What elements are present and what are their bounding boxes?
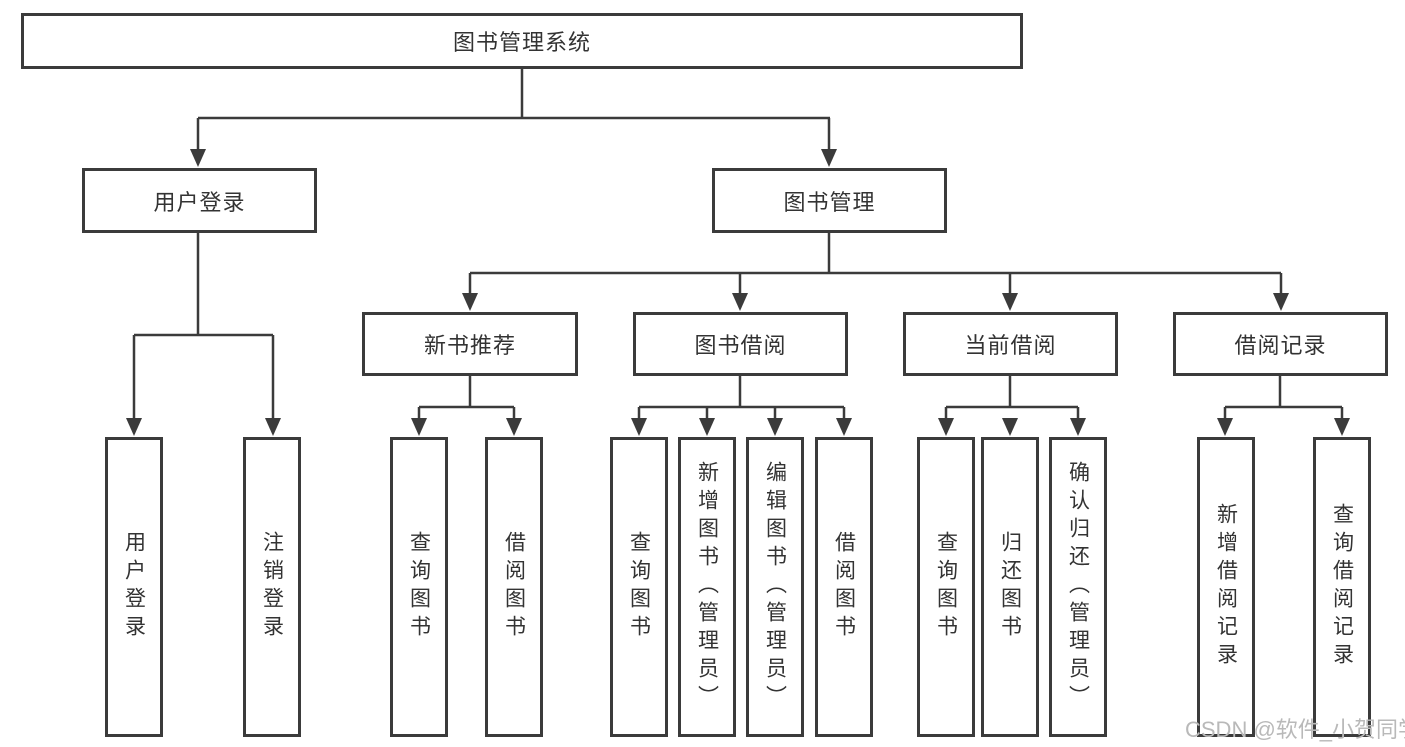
node-label: 归还图书 [998,531,1022,643]
leaf-confirm-return-admin: 确认归还（管理员） [1049,437,1107,737]
node-label: 图书管理系统 [452,30,591,55]
node-label: 注销登录 [260,531,284,643]
node-label: 用户登录 [153,189,246,215]
node-label: 查询图书 [934,531,958,643]
node-new-book-recommend: 新书推荐 [362,312,578,376]
node-label: 当前借阅 [964,333,1057,358]
leaf-edit-books-admin: 编辑图书（管理员） [746,437,804,737]
node-label: 查询图书 [627,531,651,643]
leaf-query-borrow-record: 查询借阅记录 [1313,437,1371,737]
node-book-borrowing: 图书借阅 [633,312,848,376]
leaf-return-books: 归还图书 [981,437,1039,737]
csdn-watermark: CSDN @软件_小贺同学 [1185,717,1405,742]
node-label: 编辑图书（管理员） [763,461,787,713]
node-label: 图书借阅 [694,333,787,358]
leaf-add-books-admin: 新增图书（管理员） [678,437,736,737]
leaf-borrow-books-recommend: 借阅图书 [485,437,543,737]
node-label: 查询借阅记录 [1330,503,1354,671]
node-label: 借阅图书 [502,531,526,643]
node-label: 借阅记录 [1234,333,1327,358]
node-root-library-management-system: 图书管理系统 [21,13,1023,69]
node-current-borrowing: 当前借阅 [903,312,1118,376]
leaf-query-books-current: 查询图书 [917,437,975,737]
leaf-borrow-books: 借阅图书 [815,437,873,737]
node-label: 新增借阅记录 [1214,503,1238,671]
node-label: 用户登录 [122,531,146,643]
leaf-add-borrow-record: 新增借阅记录 [1197,437,1255,737]
node-label: 借阅图书 [832,531,856,643]
node-label: 新增图书（管理员） [695,461,719,713]
leaf-query-books-recommend: 查询图书 [390,437,448,737]
leaf-logout: 注销登录 [243,437,301,737]
leaf-user-login: 用户登录 [105,437,163,737]
leaf-query-books-borrowing: 查询图书 [610,437,668,737]
node-label: 确认归还（管理员） [1066,461,1090,713]
node-label: 查询图书 [407,531,431,643]
node-borrowing-records: 借阅记录 [1173,312,1388,376]
node-user-login: 用户登录 [82,168,317,233]
node-book-management: 图书管理 [712,168,947,233]
node-label: 新书推荐 [423,333,516,358]
node-label: 图书管理 [783,189,876,215]
